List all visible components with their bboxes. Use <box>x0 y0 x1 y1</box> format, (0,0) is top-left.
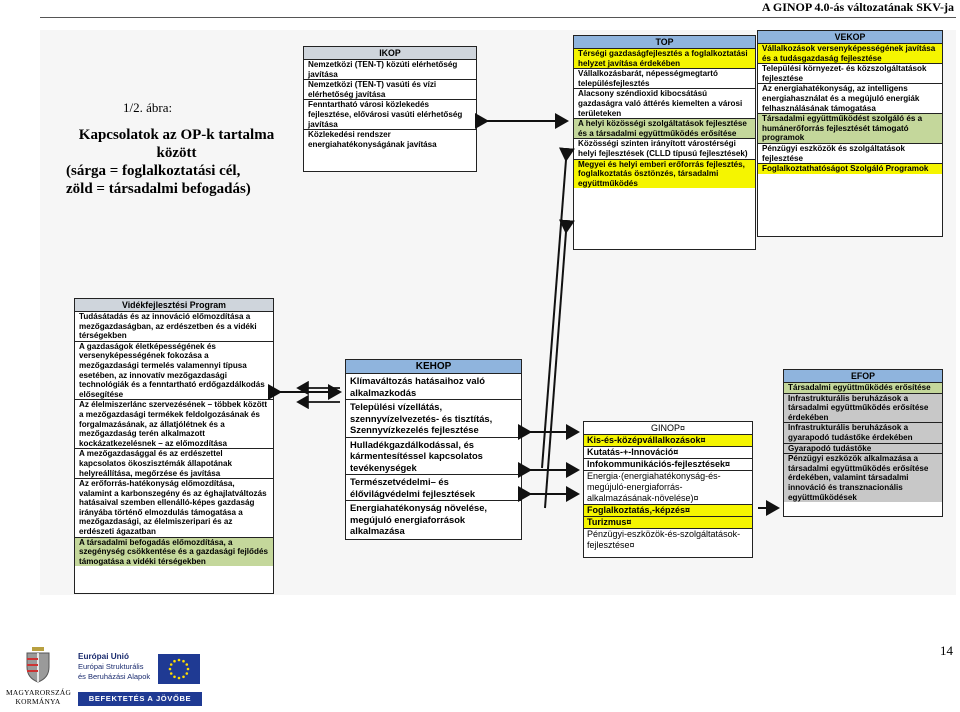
top-box: TOP Térségi gazdaságfejlesztés a foglalk… <box>573 35 756 250</box>
eu-star-icon <box>177 676 181 680</box>
list-item: Térségi gazdaságfejlesztés a foglalkozta… <box>574 49 755 70</box>
eu-star-icon <box>185 672 189 675</box>
eu-star-icon <box>173 675 176 679</box>
vp-box: Vidékfejlesztési Program Tudásátadás és … <box>74 298 274 594</box>
list-item: Az energiahatékonyság, az intelligens en… <box>758 84 942 115</box>
list-item: Gyarapodó tudástőke <box>784 443 942 455</box>
header-rule <box>40 17 956 18</box>
efop-title: EFOP <box>784 370 942 383</box>
eu-name: Európai Unió <box>78 652 129 661</box>
list-item: Fenntartható városi közlekedés fejleszté… <box>304 100 476 131</box>
list-item: Kutatás-+-Innováció¤ <box>584 447 752 459</box>
list-item: A gazdaságok életképességének és verseny… <box>75 341 273 401</box>
coat-of-arms-icon <box>26 647 50 683</box>
running-header: A GINOP 4.0-ás változatának SKV-ja <box>761 0 954 14</box>
list-item: Foglalkoztathatóságot Szolgáló Programok <box>758 164 942 174</box>
government-name-line1: MAGYARORSZÁG <box>6 688 72 697</box>
list-item: Természetvédelmi– és élővilágvédelmi fej… <box>346 475 521 501</box>
eu-funds-line1: Európai Strukturális <box>78 662 144 671</box>
ikop-title: IKOP <box>304 47 476 60</box>
kehop-box: KEHOP Klímaváltozás hatásaihoz való alka… <box>345 359 522 540</box>
arrow-top-ginop-a <box>541 147 575 469</box>
eu-star-icon <box>169 663 173 666</box>
top-title: TOP <box>574 36 755 49</box>
list-item: A mezőgazdasággal és az erdészettel kapc… <box>75 449 273 480</box>
eu-star-icon <box>186 667 190 671</box>
figure-title: Kapcsolatok az OP-k tartalma között (sár… <box>64 126 289 198</box>
ginop-title: GINOP¤ <box>584 422 752 435</box>
eu-star-icon <box>168 667 172 671</box>
eu-star-icon <box>182 675 185 679</box>
list-item: A társadalmi befogadás előmozdítása, a s… <box>75 537 273 567</box>
ginop-list: Kis-és-középvállalkozások¤Kutatás-+-Inno… <box>584 435 752 551</box>
title-line: (sárga = foglalkoztatási cél, <box>66 163 241 179</box>
vp-list: Tudásátadás és az innováció előmozdítása… <box>75 312 273 567</box>
list-item: Energia·(energiahatékonyság-és-megújuló-… <box>584 471 752 505</box>
kehop-title: KEHOP <box>346 360 521 374</box>
list-item: Infokommunikációs-fejlesztések¤ <box>584 459 752 471</box>
list-item: Közlekedési rendszer energiahatékonyságá… <box>304 130 476 150</box>
list-item: Az élelmiszerlánc szervezésének – többek… <box>75 400 273 450</box>
eu-funds-line2: és Beruházási Alapok <box>78 672 151 681</box>
title-line: zöld = társadalmi befogadás) <box>66 181 251 197</box>
list-item: Társadalmi együttműködés erősítése <box>784 383 942 394</box>
list-item: Társadalmi együttműködést szolgáló és a … <box>758 114 942 144</box>
kehop-list: Klímaváltozás hatásaihoz való alkalmazko… <box>346 374 521 538</box>
invest-banner: BEFEKTETÉS A JÖVŐBE <box>78 692 202 706</box>
list-item: Infrastrukturális beruházások a gyarapod… <box>784 423 942 444</box>
figure-caption: 1/2. ábra: <box>123 100 173 115</box>
list-item: A helyi közösségi szolgáltatások fejlesz… <box>574 119 755 140</box>
list-item: Nemzetközi (TEN-T) vasúti és vízi elérhe… <box>304 80 476 101</box>
list-item: Az erőforrás-hatékonyság előmozdítása, v… <box>75 479 273 538</box>
ginop-box: GINOP¤ Kis-és-középvállalkozások¤Kutatás… <box>583 421 753 558</box>
ikop-box: IKOP Nemzetközi (TEN-T) közúti elérhetős… <box>303 46 477 172</box>
title-line: között <box>156 145 197 161</box>
eu-star-icon <box>185 663 189 666</box>
eu-flag-icon <box>158 654 200 684</box>
eu-star-icon <box>169 672 173 675</box>
eu-star-icon <box>182 659 185 663</box>
vekop-box: VEKOP Vállalkozások versenyképességének … <box>757 30 943 237</box>
ikop-list: Nemzetközi (TEN-T) közúti elérhetőség ja… <box>304 60 476 150</box>
vp-title: Vidékfejlesztési Program <box>75 299 273 312</box>
list-item: Közösségi szinten irányított várostérség… <box>574 139 755 160</box>
eu-star-icon <box>173 659 176 663</box>
list-item: Infrastrukturális beruházások a társadal… <box>784 393 942 424</box>
government-logo: MAGYARORSZÁG KORMÁNYA <box>6 645 72 706</box>
title-line: Kapcsolatok az OP-k tartalma <box>78 127 275 143</box>
list-item: Vállalkozásbarát, népességmegtartó telep… <box>574 69 755 90</box>
list-item: Pénzügyi eszközök alkalmazása a társadal… <box>784 454 942 503</box>
list-item: Turizmus¤ <box>584 517 752 529</box>
government-name-line2: KORMÁNYA <box>15 697 61 706</box>
list-item: Vállalkozások versenyképességének javítá… <box>758 44 942 65</box>
top-list: Térségi gazdaságfejlesztés a foglalkozta… <box>574 49 755 189</box>
arrow-top-ginop-b <box>544 219 575 509</box>
list-item: Pénzügyi-eszközök-és-szolgáltatások-fejl… <box>584 529 752 551</box>
eu-logo: Európai Unió Európai Strukturális és Ber… <box>78 652 200 684</box>
eu-star-icon <box>177 658 181 662</box>
list-item: Foglalkoztatás,-képzés¤ <box>584 505 752 517</box>
list-item: Pénzügyi eszközök és szolgáltatások fejl… <box>758 143 942 165</box>
list-item: Tudásátadás és az innováció előmozdítása… <box>75 312 273 342</box>
list-item: Nemzetközi (TEN-T) közúti elérhetőség ja… <box>304 60 476 81</box>
list-item: Kis-és-középvállalkozások¤ <box>584 435 752 447</box>
list-item: Energiahatékonyság növelése, megújuló en… <box>346 501 521 538</box>
page-number: 14 <box>940 643 953 658</box>
vekop-title: VEKOP <box>758 31 942 44</box>
vekop-list: Vállalkozások versenyképességének javítá… <box>758 44 942 174</box>
list-item: Települési környezet- és közszolgáltatás… <box>758 64 942 85</box>
list-item: Megyei és helyi emberi erőforrás fejlesz… <box>574 159 755 189</box>
list-item: Alacsony széndioxid kibocsátású gazdaság… <box>574 89 755 120</box>
list-item: Klímaváltozás hatásaihoz való alkalmazko… <box>346 374 521 400</box>
list-item: Települési vízellátás, szennyvízelvezeté… <box>346 400 521 438</box>
list-item: Hulladékgazdálkodással, és kármentesítés… <box>346 437 521 475</box>
